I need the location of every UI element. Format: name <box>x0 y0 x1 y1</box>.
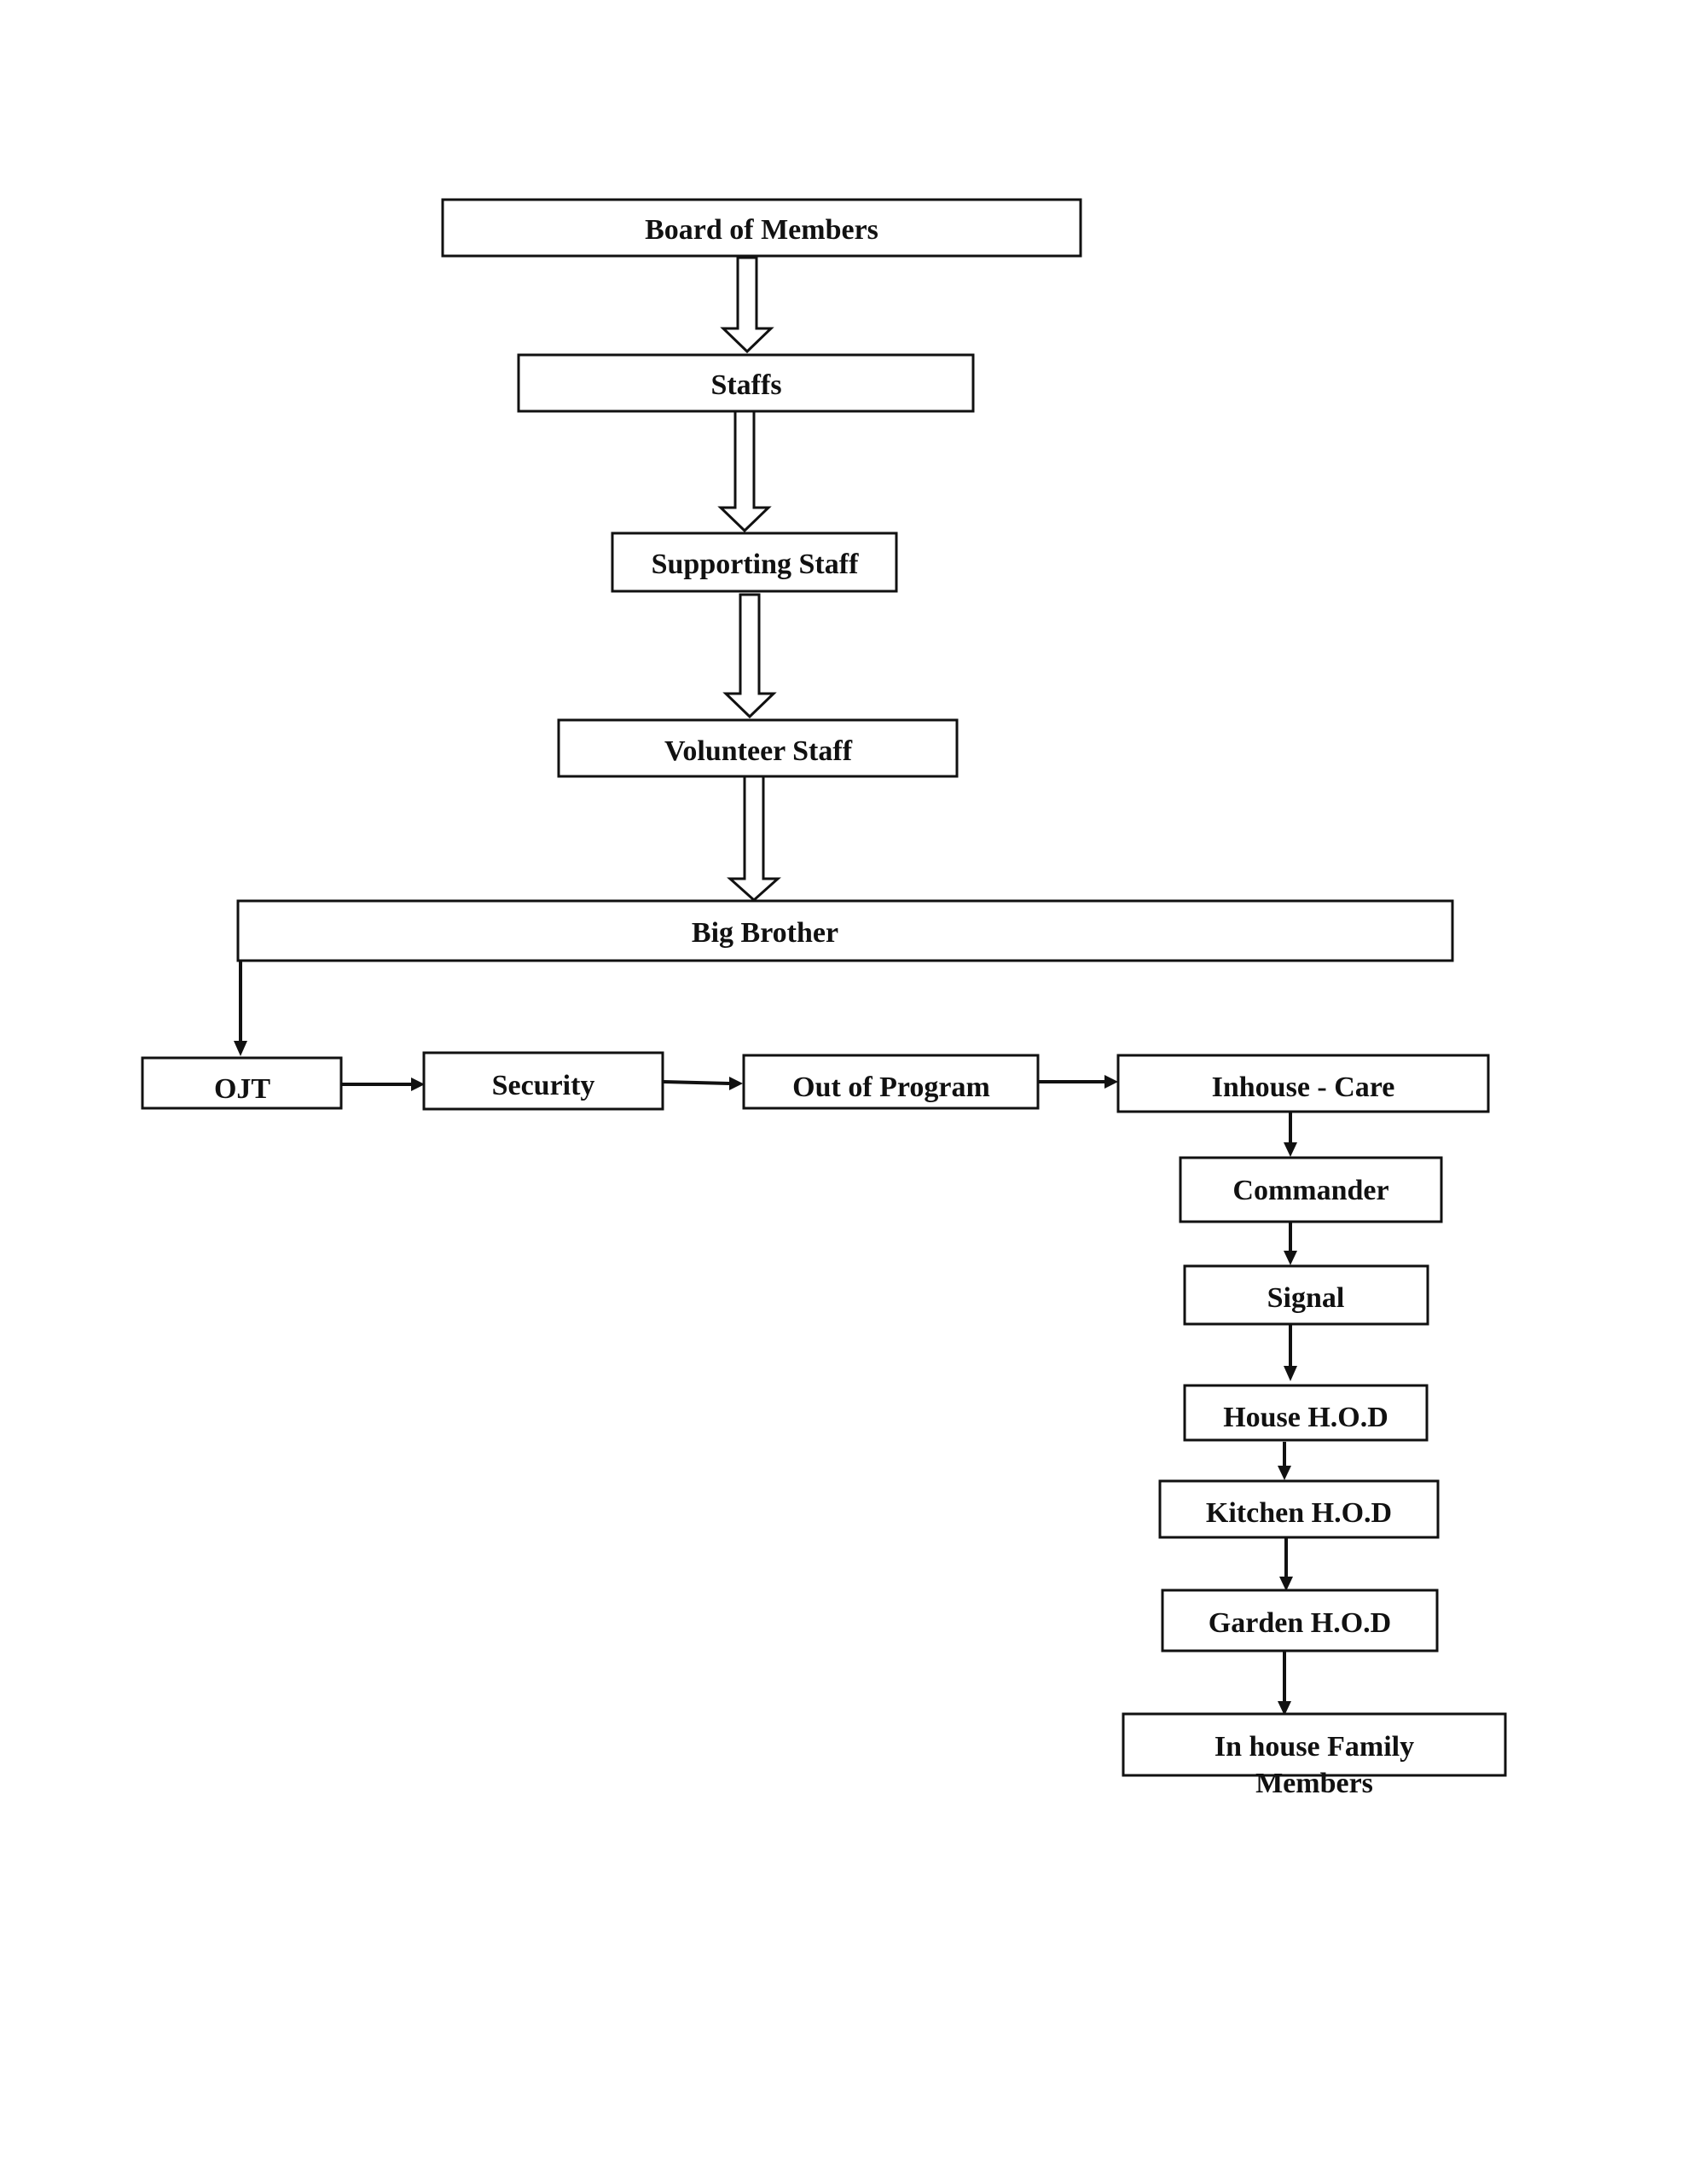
node-supporting-staff: Supporting Staff <box>611 531 898 593</box>
node-label: Board of Members <box>645 214 878 246</box>
node-inhouse-care: Inhouse - Care <box>1116 1054 1490 1113</box>
arrow-bigbrother-to-ojt <box>234 961 247 1056</box>
arrow-volunteer-to-bigbrother <box>727 775 781 903</box>
node-label: Signal <box>1267 1282 1345 1314</box>
node-label: OJT <box>214 1073 270 1105</box>
arrow-inhousecare-to-commander <box>1284 1112 1297 1157</box>
node-label-line1: In house Family <box>1215 1731 1414 1763</box>
node-label: Out of Program <box>792 1072 990 1103</box>
node-kitchen-hod: Kitchen H.O.D <box>1158 1479 1440 1539</box>
node-label: Garden H.O.D <box>1209 1607 1391 1639</box>
node-inhouse-family-members: In house Family Members <box>1122 1712 1507 1799</box>
node-commander: Commander <box>1179 1156 1443 1223</box>
arrow-board-to-staffs <box>720 256 774 354</box>
arrow-ojt-to-security <box>341 1077 425 1091</box>
node-ojt: OJT <box>141 1056 343 1110</box>
node-label: Big Brother <box>692 917 838 949</box>
node-label-line2: Members <box>1255 1768 1373 1799</box>
arrow-kitchenhod-to-gardenhod <box>1279 1537 1293 1591</box>
arrow-staffs-to-supporting <box>717 409 772 533</box>
arrow-gardenhod-to-family <box>1278 1651 1291 1716</box>
node-board-of-members: Board of Members <box>441 198 1082 258</box>
node-label: Volunteer Staff <box>664 735 853 767</box>
node-volunteer-staff: Volunteer Staff <box>557 718 959 778</box>
node-label: Staffs <box>710 369 781 401</box>
node-staffs: Staffs <box>517 353 975 413</box>
node-house-hod: House H.O.D <box>1183 1384 1429 1442</box>
arrow-outofprogram-to-inhousecare <box>1038 1075 1118 1089</box>
arrow-signal-to-househod <box>1284 1325 1297 1381</box>
arrow-supporting-to-volunteer <box>722 593 777 719</box>
arrow-commander-to-signal <box>1284 1222 1297 1265</box>
node-out-of-program: Out of Program <box>742 1054 1040 1110</box>
node-big-brother: Big Brother <box>236 899 1454 962</box>
node-security: Security <box>422 1051 664 1111</box>
arrow-househod-to-kitchenhod <box>1278 1442 1291 1480</box>
node-garden-hod: Garden H.O.D <box>1161 1589 1439 1653</box>
node-label: Security <box>492 1070 595 1101</box>
node-label: Kitchen H.O.D <box>1206 1497 1392 1529</box>
node-label: Inhouse - Care <box>1212 1072 1395 1103</box>
node-label: House H.O.D <box>1223 1402 1388 1433</box>
arrow-security-to-outofprogram <box>663 1077 743 1090</box>
node-signal: Signal <box>1183 1264 1429 1326</box>
node-label: Supporting Staff <box>652 549 859 580</box>
node-label: Commander <box>1232 1175 1388 1206</box>
